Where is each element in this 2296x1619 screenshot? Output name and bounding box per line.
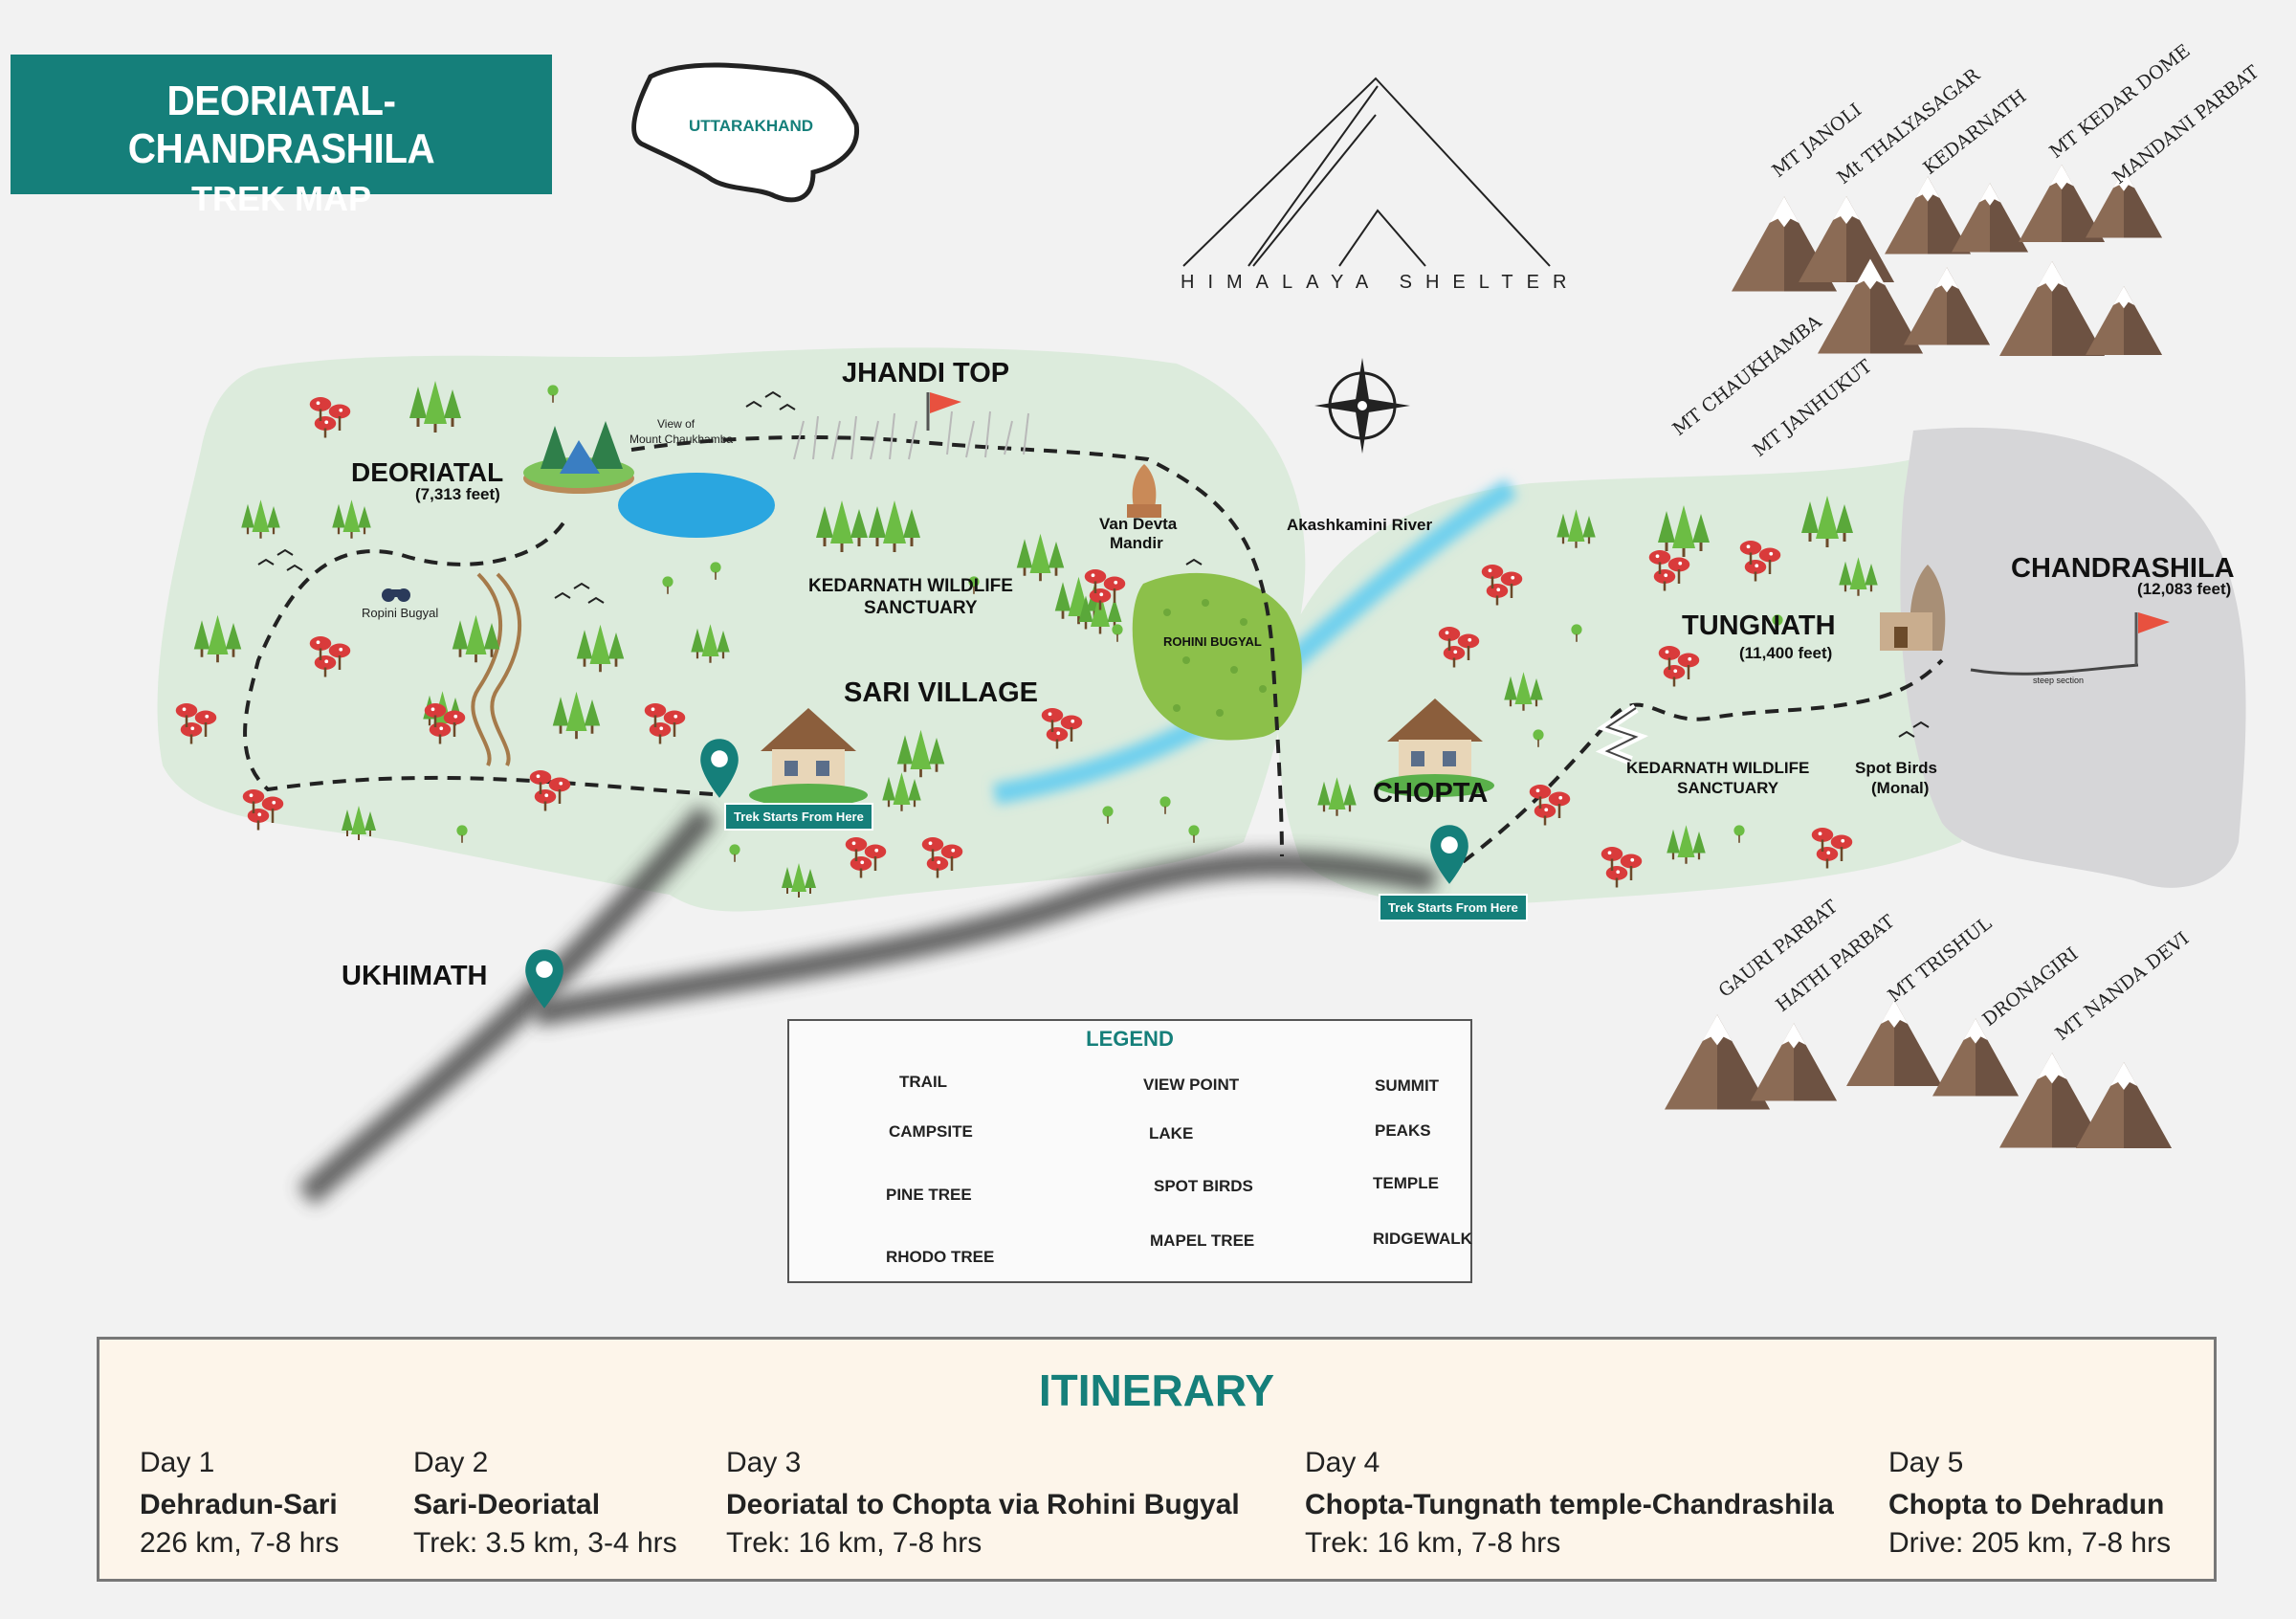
day-detail: Trek: 16 km, 7-8 hrs [1305, 1527, 1561, 1559]
legend-spot-birds: SPOT BIRDS [1154, 1177, 1253, 1195]
day-route: Dehradun-Sari [140, 1489, 338, 1520]
trek-start-sari: Trek Starts From Here [724, 803, 873, 831]
legend-temple: TEMPLE [1373, 1174, 1439, 1192]
day-number: Day 2 [413, 1447, 489, 1478]
spot-birds-2: (Monal) [1871, 779, 1930, 797]
day-detail: 226 km, 7-8 hrs [140, 1527, 340, 1559]
view-chaukhamba-1: View of [657, 417, 695, 431]
itinerary-day-2: Day 2 Sari-Deoriatal Trek: 3.5 km, 3-4 h… [413, 1447, 677, 1560]
legend-title: LEGEND [1086, 1027, 1174, 1051]
place-sari-village: SARI VILLAGE [844, 677, 1039, 708]
legend-rhodo-tree: RHODO TREE [886, 1248, 995, 1266]
kws-label-1a: KEDARNATH WILDLIFE [808, 576, 1013, 596]
state-label: UTTARAKHAND [689, 117, 813, 135]
legend-view-point: VIEW POINT [1143, 1076, 1240, 1094]
view-chaukhamba-2: Mount Chaukhamba [629, 432, 734, 446]
place-van-devta-1: Van Devta [1099, 515, 1178, 533]
itinerary-panel: ITINERARY Day 1 Dehradun-Sari 226 km, 7-… [97, 1337, 2217, 1582]
legend-pine-tree: PINE TREE [886, 1186, 972, 1204]
trek-start-chopta: Trek Starts From Here [1379, 894, 1528, 921]
legend-maple-tree: MAPEL TREE [1150, 1231, 1255, 1250]
map-subtitle: TREK MAP [191, 179, 371, 218]
itinerary-day-3: Day 3 Deoriatal to Chopta via Rohini Bug… [726, 1447, 1240, 1560]
place-chopta: CHOPTA [1373, 778, 1489, 809]
steep-section-label: steep section [2033, 676, 2085, 685]
day-route: Deoriatal to Chopta via Rohini Bugyal [726, 1489, 1240, 1520]
legend-peaks: PEAKS [1375, 1121, 1431, 1140]
brand-name: HIMALAYA SHELTER [1181, 272, 1580, 293]
day-number: Day 1 [140, 1447, 215, 1478]
legend-campsite: CAMPSITE [889, 1122, 973, 1141]
day-route: Chopta to Dehradun [1888, 1489, 2165, 1520]
legend-ridgewalk: RIDGEWALK [1373, 1230, 1472, 1248]
place-van-devta-2: Mandir [1110, 534, 1163, 552]
day-number: Day 4 [1305, 1447, 1380, 1478]
map-legend: LEGEND TRAIL CAMPSITE PINE TREE RHODO TR… [787, 1019, 1472, 1283]
itinerary-day-1: Day 1 Dehradun-Sari 226 km, 7-8 hrs [140, 1447, 339, 1560]
kws-label-1b: SANCTUARY [864, 598, 978, 618]
day-route: Chopta-Tungnath temple-Chandrashila [1305, 1489, 1834, 1520]
place-jhandi-top: JHANDI TOP [842, 358, 1010, 388]
itinerary-day-4: Day 4 Chopta-Tungnath temple-Chandrashil… [1305, 1447, 1834, 1560]
legend-lake: LAKE [1149, 1124, 1194, 1142]
day-detail: Trek: 3.5 km, 3-4 hrs [413, 1527, 677, 1559]
alt-chandrashila: (12,083 feet) [2137, 580, 2232, 598]
place-tungnath: TUNGNATH [1682, 610, 1836, 641]
place-ropini-bugyal: Ropini Bugyal [362, 606, 439, 620]
legend-trail: TRAIL [899, 1073, 948, 1091]
place-deoriatal: DEORIATAL [351, 457, 504, 487]
river-akashkamini: Akashkamini River [1287, 516, 1433, 534]
day-number: Day 3 [726, 1447, 802, 1478]
place-chandrashila: CHANDRASHILA [2011, 553, 2235, 584]
itinerary-day-5: Day 5 Chopta to Dehradun Drive: 205 km, … [1888, 1447, 2171, 1560]
itinerary-heading: ITINERARY [1038, 1365, 1275, 1415]
place-ukhimath: UKHIMATH [342, 961, 488, 991]
day-detail: Trek: 16 km, 7-8 hrs [726, 1527, 982, 1559]
legend-summit: SUMMIT [1375, 1076, 1440, 1095]
map-title-box: DEORIATAL-CHANDRASHILA TREK MAP [11, 55, 552, 218]
place-rohini-bugyal: ROHINI BUGYAL [1163, 634, 1262, 649]
map-title: DEORIATAL-CHANDRASHILA [127, 78, 435, 172]
spot-birds-1: Spot Birds [1855, 759, 1937, 777]
alt-deoriatal: (7,313 feet) [415, 485, 500, 503]
day-detail: Drive: 205 km, 7-8 hrs [1888, 1527, 2172, 1559]
kws-label-2b: SANCTUARY [1677, 779, 1779, 797]
kws-label-2a: KEDARNATH WILDLIFE [1626, 759, 1810, 777]
alt-tungnath: (11,400 feet) [1739, 644, 1833, 662]
day-route: Sari-Deoriatal [413, 1489, 601, 1520]
day-number: Day 5 [1888, 1447, 1964, 1478]
